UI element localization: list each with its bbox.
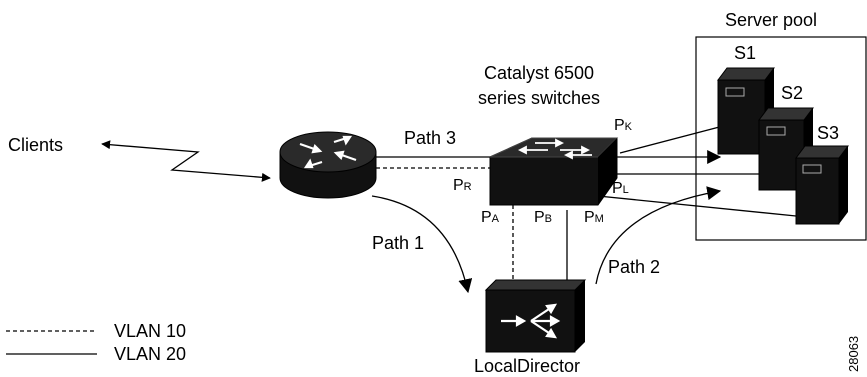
pm-link-s3 <box>597 195 797 217</box>
router-icon <box>279 131 377 199</box>
port-r-label: PR <box>453 177 472 194</box>
legend-vlan20-label: VLAN 20 <box>114 344 186 364</box>
port-b-label: PB <box>534 209 552 226</box>
switch-caption-line2: series switches <box>478 88 600 108</box>
clients-label: Clients <box>8 135 63 155</box>
server-s2-label: S2 <box>781 83 803 103</box>
path1-arrow <box>371 195 473 294</box>
legend: VLAN 10 VLAN 20 <box>6 321 186 364</box>
server-s3-label: S3 <box>817 123 839 143</box>
server-s1-icon <box>717 67 775 155</box>
path2-label: Path 2 <box>608 257 660 277</box>
pk-link-s1 <box>619 124 728 154</box>
server-pool-label: Server pool <box>725 10 817 30</box>
port-l-label: PL <box>612 180 629 197</box>
legend-vlan10-label: VLAN 10 <box>114 321 186 341</box>
path2-arrow <box>595 186 722 285</box>
figure-id: 28063 <box>846 336 861 372</box>
clients-link <box>101 140 271 182</box>
localdirector-icon <box>484 279 587 353</box>
port-a-label: PA <box>481 209 500 226</box>
path3-label: Path 3 <box>404 128 456 148</box>
server-pool-box <box>695 36 867 241</box>
server-s3-icon <box>795 145 849 225</box>
path1-label: Path 1 <box>372 233 424 253</box>
catalyst-switch-icon <box>489 137 619 206</box>
localdirector-label: LocalDirector <box>474 356 580 376</box>
port-m-label: PM <box>584 209 604 226</box>
server-s1-label: S1 <box>734 43 756 63</box>
switch-caption-line1: Catalyst 6500 <box>484 63 594 83</box>
port-k-label: PK <box>614 117 633 134</box>
